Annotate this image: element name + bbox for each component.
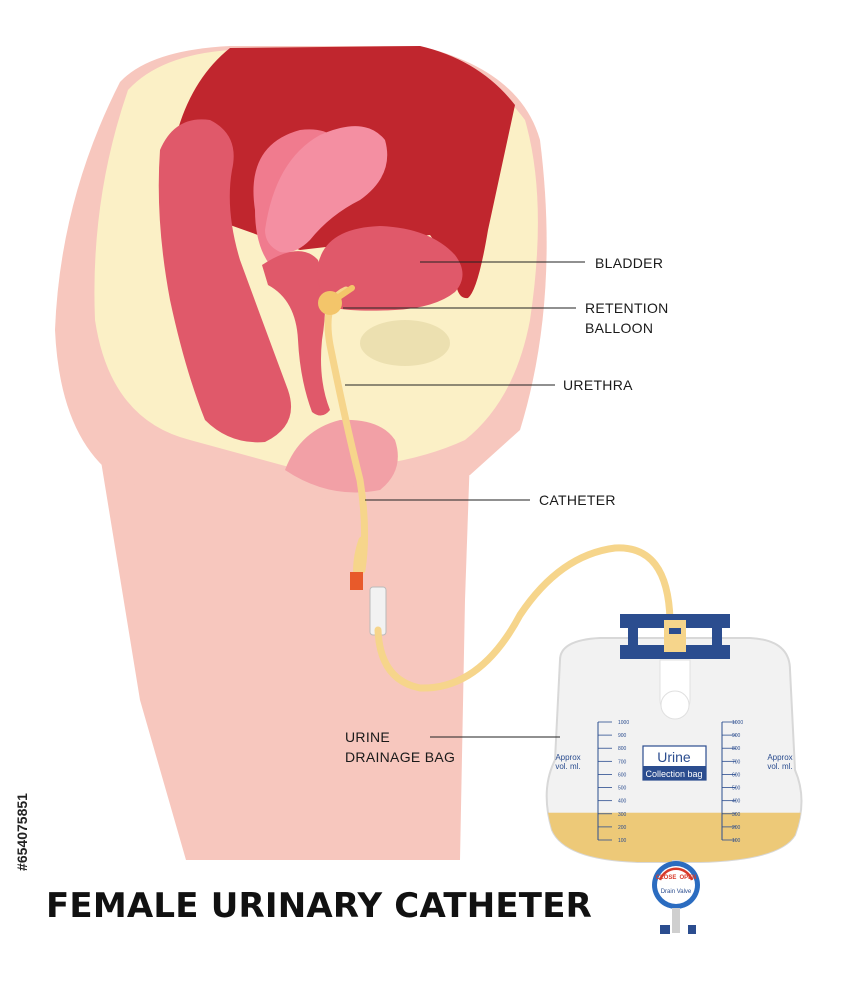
scale-tick-label: 300 bbox=[618, 812, 627, 818]
scale-tick-label: 1000 bbox=[618, 720, 629, 726]
vaginal-canal bbox=[262, 251, 330, 416]
collection-bag-label: Collection bag bbox=[645, 769, 702, 779]
retention-label-line1: RETENTION bbox=[585, 300, 669, 316]
thigh-skin bbox=[100, 455, 470, 860]
drainage-label-line2: DRAINAGE BAG bbox=[345, 749, 456, 765]
valve-caption: Drain Valve bbox=[661, 889, 692, 895]
urine-label: Urine bbox=[657, 749, 691, 765]
approx-left-2: vol. ml. bbox=[555, 762, 580, 771]
scale-tick-label: 1000 bbox=[732, 720, 743, 726]
perineum bbox=[285, 419, 398, 493]
drain-valve bbox=[652, 860, 700, 934]
scale-tick-label: 200 bbox=[618, 825, 627, 831]
scale-tick-label: 700 bbox=[618, 759, 627, 765]
rectum bbox=[158, 119, 292, 443]
scale-tick-label: 500 bbox=[618, 786, 627, 792]
valve-open-label: OPEN bbox=[679, 875, 696, 881]
scale-tick-label: 800 bbox=[618, 746, 627, 752]
volume-scale-right: 1000 900 800 700 600 500 400 300 200 100 bbox=[721, 720, 743, 844]
urethra-label: URETHRA bbox=[563, 377, 633, 393]
approx-left-1: Approx bbox=[555, 753, 580, 762]
scale-tick-label: 900 bbox=[618, 733, 627, 739]
page-title: FEMALE URINARY CATHETER bbox=[46, 886, 593, 926]
scale-tick-label: 600 bbox=[618, 772, 627, 778]
approx-right-2: vol. ml. bbox=[767, 762, 792, 771]
drainage-label-line1: URINE bbox=[345, 729, 391, 745]
volume-scale-left: 1000 900 800 700 600 500 400 300 200 100 bbox=[597, 720, 629, 844]
bladder-label: BLADDER bbox=[595, 255, 664, 271]
stock-id-wrapper: #654075851 bbox=[8, 762, 36, 902]
scale-tick-label: 100 bbox=[618, 838, 627, 844]
pubic-bone bbox=[360, 320, 450, 366]
bag-clamp bbox=[620, 614, 730, 659]
scale-tick-label: 300 bbox=[732, 812, 741, 818]
urine-level bbox=[546, 812, 802, 862]
approx-right-1: Approx bbox=[767, 753, 792, 762]
stock-id: #654075851 bbox=[14, 793, 30, 871]
retention-label-line2: BALLOON bbox=[585, 320, 654, 336]
catheter-label: CATHETER bbox=[539, 492, 616, 508]
uterus bbox=[265, 126, 388, 253]
scale-tick-label: 400 bbox=[618, 799, 627, 805]
scale-tick-label: 700 bbox=[732, 759, 741, 765]
balloon-port bbox=[350, 572, 363, 590]
drainage-tube bbox=[374, 544, 674, 692]
scale-tick-label: 900 bbox=[732, 733, 741, 739]
valve-close-label: CLOSE bbox=[656, 875, 677, 881]
scale-tick-label: 200 bbox=[732, 825, 741, 831]
scale-tick-label: 400 bbox=[732, 799, 741, 805]
scale-tick-label: 800 bbox=[732, 746, 741, 752]
scale-tick-label: 100 bbox=[732, 838, 741, 844]
scale-tick-label: 600 bbox=[732, 772, 741, 778]
scale-tick-label: 500 bbox=[732, 786, 741, 792]
